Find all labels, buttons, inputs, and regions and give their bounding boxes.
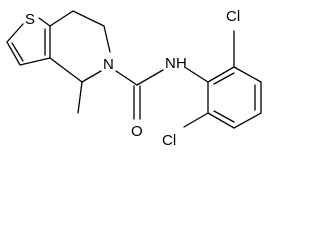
chlorine-bottom-atom-label: Cl	[162, 132, 176, 149]
bond-c3-c3a	[19, 57, 51, 66]
chemical-structure-diagram: S N N H O Cl Cl	[6, 8, 262, 149]
piperidine-ring	[49, 10, 111, 83]
carbonyl-oxygen-atom-label: O	[131, 123, 143, 140]
bond-n5-c4	[81, 70, 102, 83]
bond-c6-n5	[103, 25, 111, 53]
bond-n5-carbonyl-c	[115, 70, 138, 86]
amide-hydrogen-atom-label: H	[176, 55, 187, 72]
bond-nh-aryl	[185, 67, 209, 83]
chlorine-top-atom-label: Cl	[226, 8, 240, 25]
bond-c2-c3-inner	[11, 42, 24, 62]
amide-nitrogen-atom-label: N	[165, 55, 176, 72]
bond-ar2-ar3	[233, 66, 262, 83]
bond-c7a-s	[38, 17, 51, 27]
bond-ar4-ar5	[233, 112, 262, 129]
sulfur-atom-label: S	[25, 11, 35, 28]
carboxamide-group	[115, 67, 209, 120]
thiophene-ring	[6, 17, 51, 66]
bond-ar5-ar6-inner	[213, 110, 235, 123]
bond-c7a-c7	[49, 10, 74, 27]
bond-ar1-ar2	[207, 66, 235, 83]
bond-ar6-cl-bottom	[183, 112, 209, 128]
bond-c2-c3	[6, 41, 21, 66]
bond-c7-c6	[72, 10, 105, 27]
dichlorophenyl-ring	[207, 66, 262, 129]
bond-c4-methyl	[77, 81, 83, 114]
bond-carbonyl-c-nh	[136, 69, 164, 86]
bond-ar1-ar2-inner	[213, 72, 235, 85]
ring-nitrogen-atom-label: N	[103, 56, 114, 73]
bond-ar5-ar6	[207, 112, 235, 129]
bond-s-c2	[6, 23, 24, 43]
bond-c4-c3a	[49, 57, 83, 83]
